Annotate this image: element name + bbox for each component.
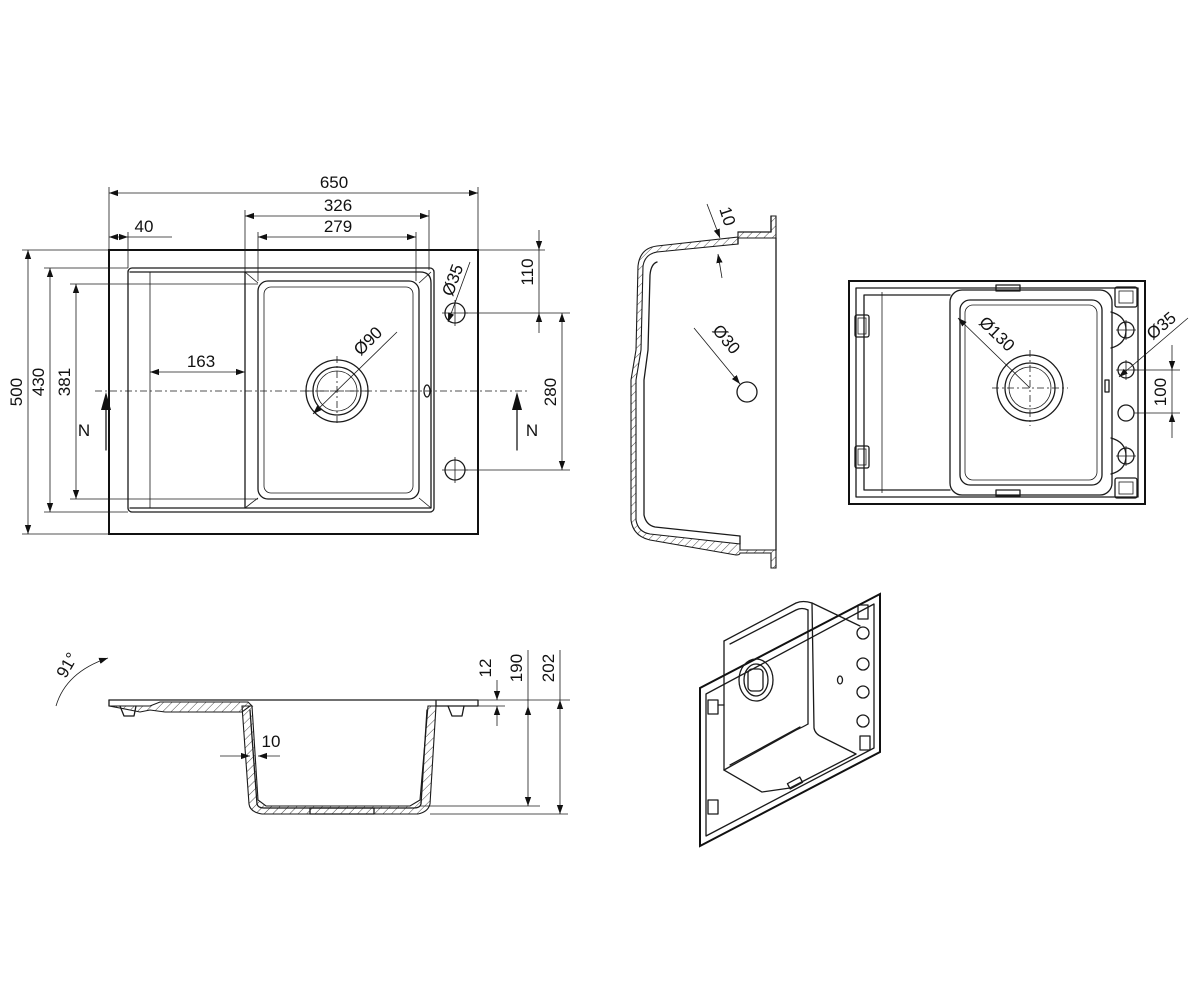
dim-overall-depth: 500 (7, 378, 26, 406)
section-mark-right: N (526, 421, 538, 440)
dim-bowl-depth: 381 (55, 368, 74, 396)
dim-overall-width: 650 (320, 173, 348, 192)
section-mark-left: N (78, 421, 90, 440)
dim-edge-margin: 40 (135, 217, 154, 236)
dim-bowl-outer-width: 326 (324, 196, 352, 215)
dim-front-wall-thickness: 10 (262, 732, 281, 751)
side-hole (736, 381, 758, 403)
dim-tap-spacing: 280 (541, 378, 560, 406)
dim-tap-hole-diameter: Ø35 (438, 262, 467, 299)
dim-bottom-drain-diameter: Ø130 (975, 313, 1018, 356)
iso-drain (738, 658, 774, 702)
dim-angle: 91° (53, 649, 82, 681)
dim-total-height: 202 (539, 654, 558, 682)
top-view: N N 650 326 279 40 163 500 (7, 173, 570, 535)
dim-bowl-height: 190 (507, 654, 526, 682)
bottom-tap-hole-lower (1117, 404, 1135, 422)
dim-drainer-width: 163 (187, 352, 215, 371)
bottom-view: Ø130 Ø35 100 (848, 280, 1189, 505)
front-section-view: 91° 10 12 190 202 (53, 649, 570, 815)
isometric-view (699, 592, 881, 848)
dim-bowl-inner-width: 279 (324, 217, 352, 236)
side-section-view: 10 Ø30 (630, 203, 777, 569)
dim-inner-depth: 430 (29, 368, 48, 396)
dim-rim-thickness: 12 (476, 659, 495, 678)
dim-bottom-hole-diameter: Ø35 (1143, 308, 1180, 343)
dim-bottom-hole-spacing: 100 (1151, 378, 1170, 406)
dim-tap-offset: 110 (518, 258, 537, 285)
dim-drain-diameter: Ø90 (350, 323, 386, 359)
dim-wall-thickness: 10 (715, 204, 739, 228)
